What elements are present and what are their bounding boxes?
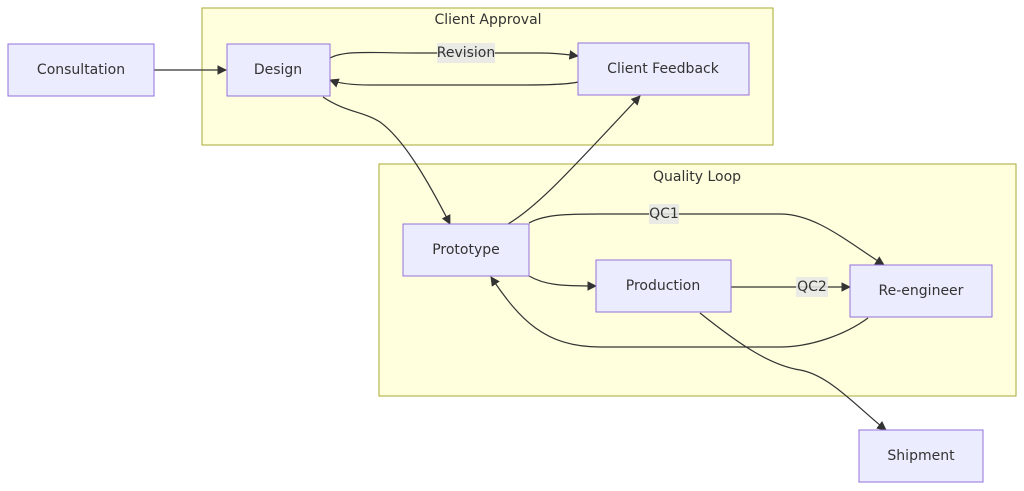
node-client-feedback[interactable]: Client Feedback: [577, 42, 750, 96]
node-shipment[interactable]: Shipment: [858, 429, 984, 483]
node-production-label: Production: [626, 278, 700, 294]
node-production[interactable]: Production: [595, 259, 732, 313]
cluster-quality-loop-label: Quality Loop: [653, 169, 741, 185]
edge-label-revision-text: Revision: [437, 45, 496, 61]
edge-label-qc2-text: QC2: [797, 279, 827, 295]
edges: [154, 50, 887, 431]
edge-design-client-feedback: [329, 50, 579, 60]
node-design-label: Design: [254, 62, 302, 78]
node-reengineer-label: Re-engineer: [879, 283, 964, 299]
node-consultation-label: Consultation: [37, 62, 125, 78]
edge-reengineer-prototype: [490, 276, 869, 348]
edge-production-shipment: [699, 312, 887, 431]
node-consultation[interactable]: Consultation: [7, 43, 155, 97]
node-client-feedback-label: Client Feedback: [607, 61, 720, 77]
edge-prototype-client-feedback: [507, 95, 641, 225]
edge-design-prototype: [322, 96, 451, 225]
edge-prototype-production: [528, 275, 597, 291]
edge-label-qc1: QC1: [649, 204, 679, 224]
edge-label-qc1-text: QC1: [649, 206, 679, 222]
node-shipment-label: Shipment: [887, 448, 955, 464]
edge-prototype-reengineer: [528, 213, 885, 266]
node-prototype-label: Prototype: [432, 242, 500, 258]
node-design[interactable]: Design: [226, 43, 331, 97]
edge-label-qc2: QC2: [796, 277, 828, 297]
node-reengineer[interactable]: Re-engineer: [849, 264, 993, 318]
node-prototype[interactable]: Prototype: [402, 223, 530, 277]
edge-label-revision: Revision: [437, 43, 496, 63]
cluster-client-approval-label: Client Approval: [434, 12, 541, 28]
edge-client-feedback-design: [329, 78, 579, 88]
